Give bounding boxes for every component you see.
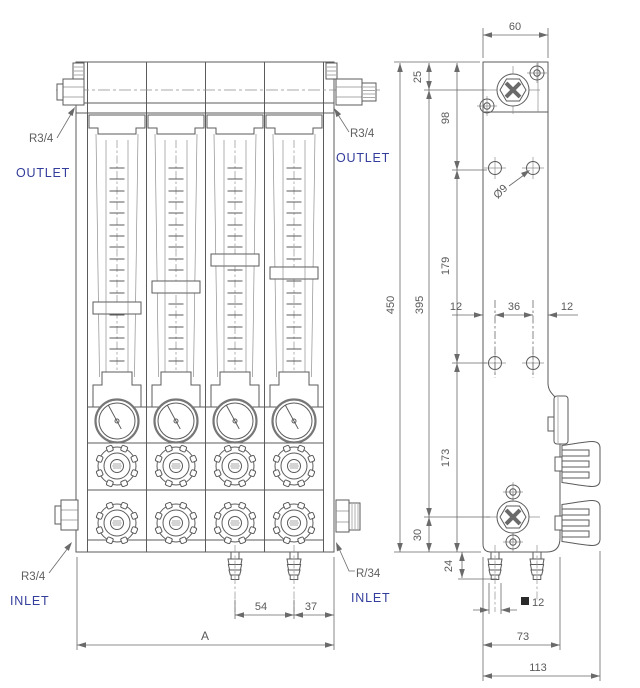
side-body-outline bbox=[482, 61, 561, 553]
gauge-edge-view bbox=[547, 395, 569, 445]
inlet-fitting-bottom-right bbox=[335, 499, 361, 533]
valve-knob-side-1 bbox=[554, 441, 601, 487]
port-thread-bottom-left: R3/4 bbox=[21, 571, 46, 583]
flowmeter-module-4 bbox=[265, 62, 324, 552]
side-view bbox=[476, 61, 601, 612]
dim-overall-height: 450 bbox=[385, 296, 397, 314]
dim-inlet-to-edge: 37 bbox=[305, 601, 317, 613]
dim-top-width: 60 bbox=[509, 21, 521, 33]
flow-label-top-right: OUTLET bbox=[336, 151, 390, 165]
port-labels: R3/4 OUTLET R3/4 OUTLET R3/4 INLET R/34 … bbox=[10, 105, 390, 608]
port-thread-top-right: R3/4 bbox=[350, 128, 375, 140]
flowmeter-module-2 bbox=[147, 62, 206, 552]
inlet-fitting-bottom-left bbox=[54, 499, 79, 531]
dim-mount-span: 395 bbox=[414, 296, 426, 314]
dim-mount-hole-pitch: 179 bbox=[440, 257, 452, 275]
dim-drain-axis-offset: 30 bbox=[412, 529, 424, 541]
dim-outlet-axis-offset: 25 bbox=[412, 71, 424, 83]
flow-label-bottom-right: INLET bbox=[351, 591, 390, 605]
dim-hose-barb-square: 12 bbox=[532, 597, 544, 609]
flow-label-top-left: OUTLET bbox=[16, 166, 70, 180]
flow-label-bottom-left: INLET bbox=[10, 594, 49, 608]
dim-overall-width: A bbox=[201, 629, 209, 643]
dim-overall-depth: 113 bbox=[529, 662, 547, 674]
dim-mount-hole-top: 98 bbox=[440, 112, 452, 124]
front-view bbox=[54, 61, 380, 612]
square-section-symbol bbox=[521, 597, 529, 605]
dim-hole-spacing: 36 bbox=[508, 301, 520, 313]
valve-knob-side-2 bbox=[554, 500, 601, 546]
dim-hole-edge-left: 12 bbox=[450, 301, 462, 313]
dim-body-depth: 73 bbox=[517, 631, 529, 643]
flowmeter-module-3 bbox=[206, 62, 265, 552]
flow-indicator-floats bbox=[92, 253, 319, 315]
dim-inlet-spacing: 54 bbox=[255, 601, 267, 613]
outlet-fitting-top-left bbox=[56, 62, 85, 106]
port-thread-top-left: R3/4 bbox=[29, 133, 54, 145]
dim-lower-section: 173 bbox=[440, 449, 452, 467]
outlet-fitting-top-right bbox=[325, 62, 377, 106]
dim-hose-barb-length: 24 bbox=[443, 560, 455, 572]
dimensions: 450 395 25 30 98 179 173 24 60 12 36 12 … bbox=[76, 21, 601, 681]
port-thread-bottom-right: R/34 bbox=[356, 568, 381, 580]
dim-hole-edge-right: 12 bbox=[561, 301, 573, 313]
